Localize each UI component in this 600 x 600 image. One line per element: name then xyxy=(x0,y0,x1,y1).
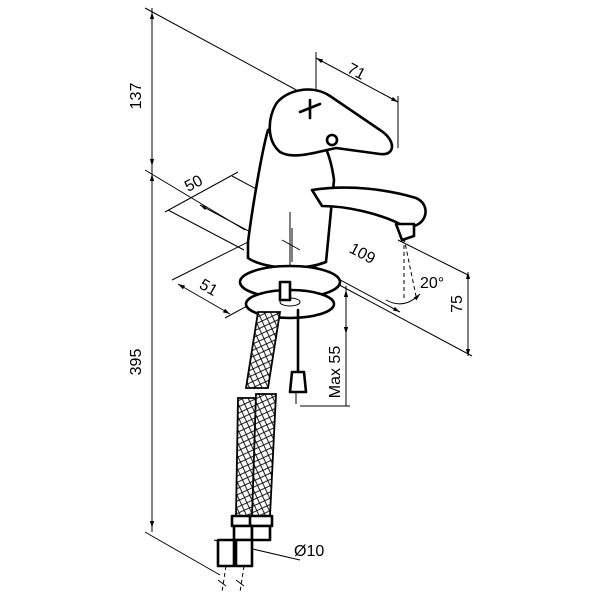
spout-flow-line xyxy=(403,237,417,297)
ext-109-top xyxy=(397,239,469,276)
dim-71-label: 71 xyxy=(344,60,368,83)
fitting-cross-marks xyxy=(217,579,245,587)
dim-50-label: 50 xyxy=(182,172,206,195)
hose-left-braid xyxy=(236,398,256,516)
base-axis-cross xyxy=(281,228,301,262)
ext-50-lower xyxy=(167,209,245,251)
ext-51-top xyxy=(171,235,261,281)
mounting-hardware xyxy=(238,264,342,404)
dim-max55-label: Max 55 xyxy=(327,346,344,399)
connector-right-collar xyxy=(248,514,274,528)
faucet-body xyxy=(246,88,427,272)
angle-arc xyxy=(385,293,421,305)
dim-75-label: 75 xyxy=(449,295,466,313)
vertical-dimension-lines xyxy=(144,7,301,576)
connector-left-nut xyxy=(232,524,254,542)
dim-75 xyxy=(329,272,473,357)
spout-aerator xyxy=(394,222,416,242)
dim-50-line xyxy=(164,171,239,213)
threaded-rod-top xyxy=(278,280,292,302)
fitting-right xyxy=(234,538,254,568)
fitting-left-axis xyxy=(221,565,227,593)
dim-d10-label: Ø10 xyxy=(294,543,324,560)
lever-screw xyxy=(325,133,339,147)
dim-51-line xyxy=(177,283,231,315)
extension-line-top xyxy=(144,7,301,93)
dim-20-degree xyxy=(385,237,421,305)
dim-max55 xyxy=(300,286,350,407)
extension-line-bottom xyxy=(144,531,221,576)
fitting-right-axis xyxy=(239,565,245,593)
fitting-left xyxy=(216,538,236,568)
dim-20-label: 20° xyxy=(420,275,444,292)
dim-71-line xyxy=(315,57,399,103)
faucet-lever xyxy=(268,88,394,157)
dim-137-label: 137 xyxy=(128,83,145,110)
fixing-nut xyxy=(288,370,308,394)
connector-right-nut xyxy=(250,524,272,542)
dim-109 xyxy=(199,204,469,313)
faucet-spout xyxy=(310,186,427,228)
hose-right-braid xyxy=(252,394,276,516)
dim-109-label: 109 xyxy=(346,240,378,268)
dim-51-label: 51 xyxy=(196,276,220,300)
flexible-hoses xyxy=(216,311,282,593)
ext-75-lower xyxy=(329,279,473,357)
hose-upper-braid xyxy=(246,312,280,388)
dim-395-label: 395 xyxy=(128,349,145,376)
lever-axis-cross xyxy=(298,98,322,120)
